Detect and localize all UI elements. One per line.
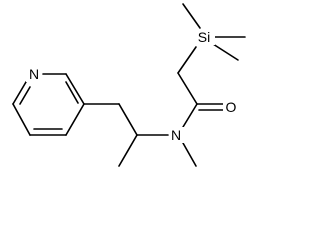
bond-n-methyl: [182, 142, 197, 167]
atom-o-carbonyl: O: [226, 99, 237, 115]
pyridine-ring: [12, 73, 85, 136]
n-amide-bg: [169, 127, 185, 143]
bond-c3-c4: [65, 103, 85, 136]
bond-si-methyl-lowright: [212, 43, 239, 61]
bond-c6-n1: [12, 81, 27, 105]
bond-double-c6-n1: [19, 86, 31, 105]
n-ring-bg: [26, 66, 42, 82]
atom-n-pyridine: N: [29, 66, 39, 82]
atom-si: Si: [198, 29, 210, 45]
structure-diagram: N N O Si: [12, 3, 246, 167]
bond-double-c2-c3: [65, 81, 79, 104]
bond-n-carbonyl: [182, 103, 198, 128]
atom-n-amide: N: [171, 127, 181, 143]
side-chain: [83, 3, 246, 167]
bond-ch2-si: [177, 46, 197, 74]
atom-labels: N N O Si: [26, 29, 239, 143]
bond-c2-c3: [65, 73, 85, 105]
bond-carbonyl-ch2: [177, 72, 198, 105]
si-bg: [193, 29, 215, 45]
bond-si-methyl-top: [182, 3, 201, 29]
bond-c5-c6: [12, 103, 31, 136]
bond-ch2-ch: [118, 103, 138, 136]
molecule-svg: N N O Si: [12, 3, 246, 167]
o-bg: [223, 99, 239, 115]
bond-ch-methyl: [118, 134, 138, 167]
